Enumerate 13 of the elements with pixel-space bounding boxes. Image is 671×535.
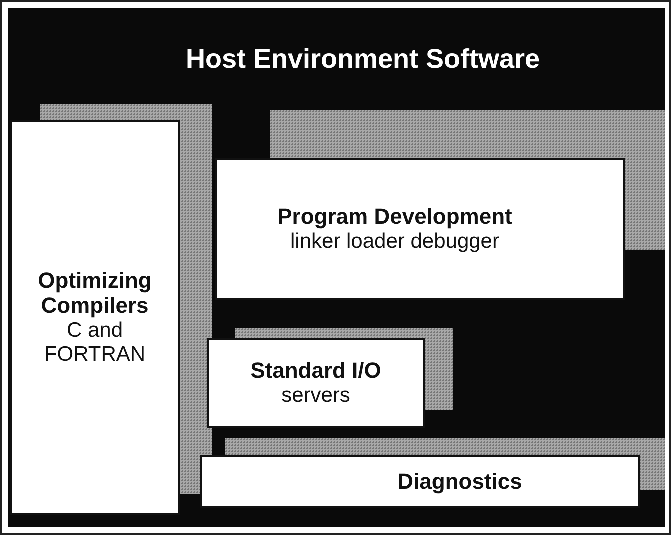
box-text: C and FORTRAN bbox=[43, 318, 147, 367]
panel-title: Host Environment Software bbox=[184, 44, 542, 75]
box-text: servers bbox=[282, 384, 350, 408]
host-panel bbox=[8, 8, 665, 527]
box-text: linker loader debugger bbox=[290, 230, 500, 254]
module-box bbox=[200, 455, 640, 508]
box-heading: Standard I/O bbox=[250, 358, 382, 384]
module-box bbox=[10, 120, 180, 515]
module-box bbox=[215, 158, 625, 300]
box-heading: Program Development bbox=[278, 204, 512, 230]
module-box bbox=[207, 338, 425, 428]
box-heading: Diagnostics bbox=[398, 468, 522, 494]
box-heading: Optimizing Compilers bbox=[37, 268, 153, 319]
